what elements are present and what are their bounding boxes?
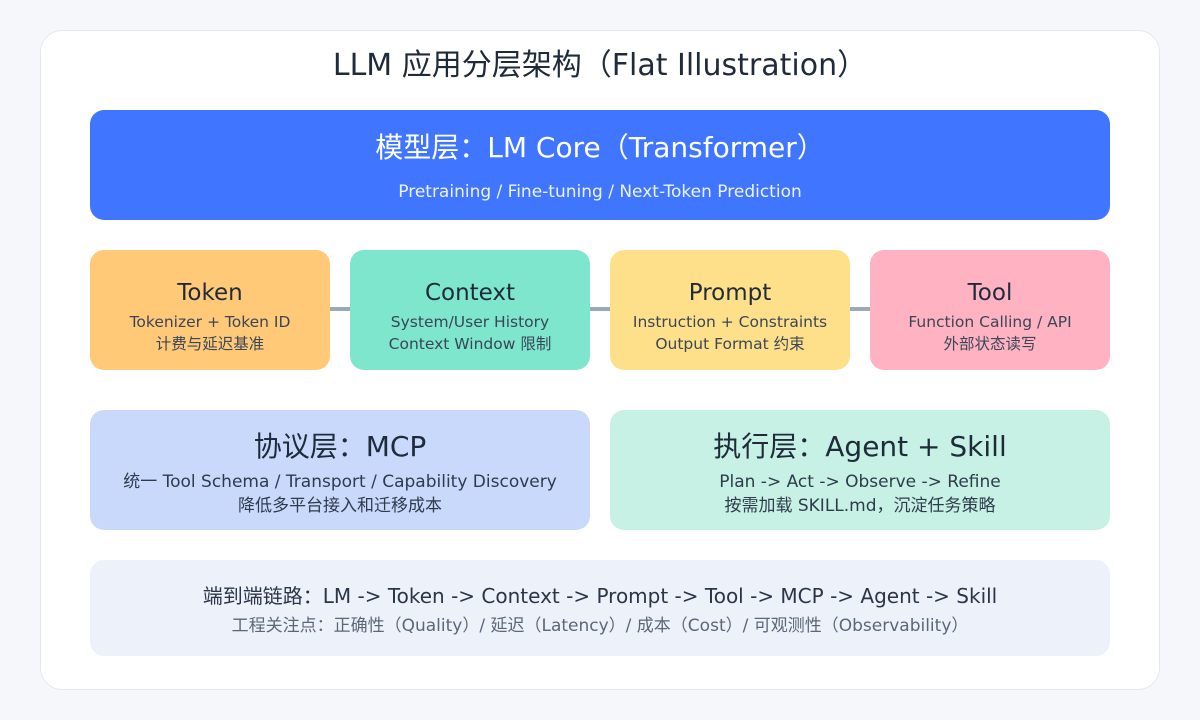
component-token-box: Token Tokenizer + Token ID 计费与延迟基准 bbox=[90, 250, 330, 370]
model-layer-box: 模型层：LM Core（Transformer） Pretraining / F… bbox=[90, 110, 1110, 220]
component-tool-line2: 外部状态读写 bbox=[943, 335, 1037, 353]
model-layer-subtitle: Pretraining / Fine-tuning / Next-Token P… bbox=[398, 182, 802, 202]
execution-layer-line1: Plan -> Act -> Observe -> Refine bbox=[719, 472, 1001, 492]
protocol-layer-box: 协议层：MCP 统一 Tool Schema / Transport / Cap… bbox=[90, 410, 590, 530]
component-token-line2: 计费与延迟基准 bbox=[155, 335, 265, 353]
connector-prompt-tool bbox=[850, 307, 870, 311]
connector-token-context bbox=[330, 307, 350, 311]
protocol-layer-heading: 协议层：MCP bbox=[253, 430, 427, 463]
component-tool-box: Tool Function Calling / API 外部状态读写 bbox=[870, 250, 1110, 370]
component-context-line1: System/User History bbox=[390, 313, 550, 331]
component-tool-line1: Function Calling / API bbox=[908, 313, 1072, 331]
diagram-title: LLM 应用分层架构（Flat Illustration） bbox=[332, 48, 868, 83]
component-token-name: Token bbox=[177, 280, 243, 306]
connector-context-prompt bbox=[590, 307, 610, 311]
chain-heading: 端到端链路：LM -> Token -> Context -> Prompt -… bbox=[202, 584, 998, 608]
component-prompt-box: Prompt Instruction + Constraints Output … bbox=[610, 250, 850, 370]
component-prompt-name: Prompt bbox=[688, 280, 772, 306]
execution-layer-box: 执行层：Agent + Skill Plan -> Act -> Observe… bbox=[610, 410, 1110, 530]
protocol-layer-line1: 统一 Tool Schema / Transport / Capability … bbox=[123, 472, 557, 492]
component-token-line1: Tokenizer + Token ID bbox=[129, 313, 291, 331]
component-prompt-line2: Output Format 约束 bbox=[655, 335, 805, 353]
model-layer-heading: 模型层：LM Core（Transformer） bbox=[375, 131, 825, 164]
chain-focus-points: 工程关注点：正确性（Quality）/ 延迟（Latency）/ 成本（Cost… bbox=[231, 616, 969, 636]
execution-layer-heading: 执行层：Agent + Skill bbox=[713, 430, 1007, 463]
execution-layer-line2: 按需加载 SKILL.md，沉淀任务策略 bbox=[724, 496, 996, 516]
component-context-box: Context System/User History Context Wind… bbox=[350, 250, 590, 370]
protocol-layer-line2: 降低多平台接入和迁移成本 bbox=[238, 496, 442, 516]
component-context-line2: Context Window 限制 bbox=[388, 335, 552, 353]
component-prompt-line1: Instruction + Constraints bbox=[632, 313, 828, 331]
component-tool-name: Tool bbox=[967, 280, 1013, 306]
component-context-name: Context bbox=[424, 280, 516, 306]
end-to-end-chain-box: 端到端链路：LM -> Token -> Context -> Prompt -… bbox=[90, 560, 1110, 656]
